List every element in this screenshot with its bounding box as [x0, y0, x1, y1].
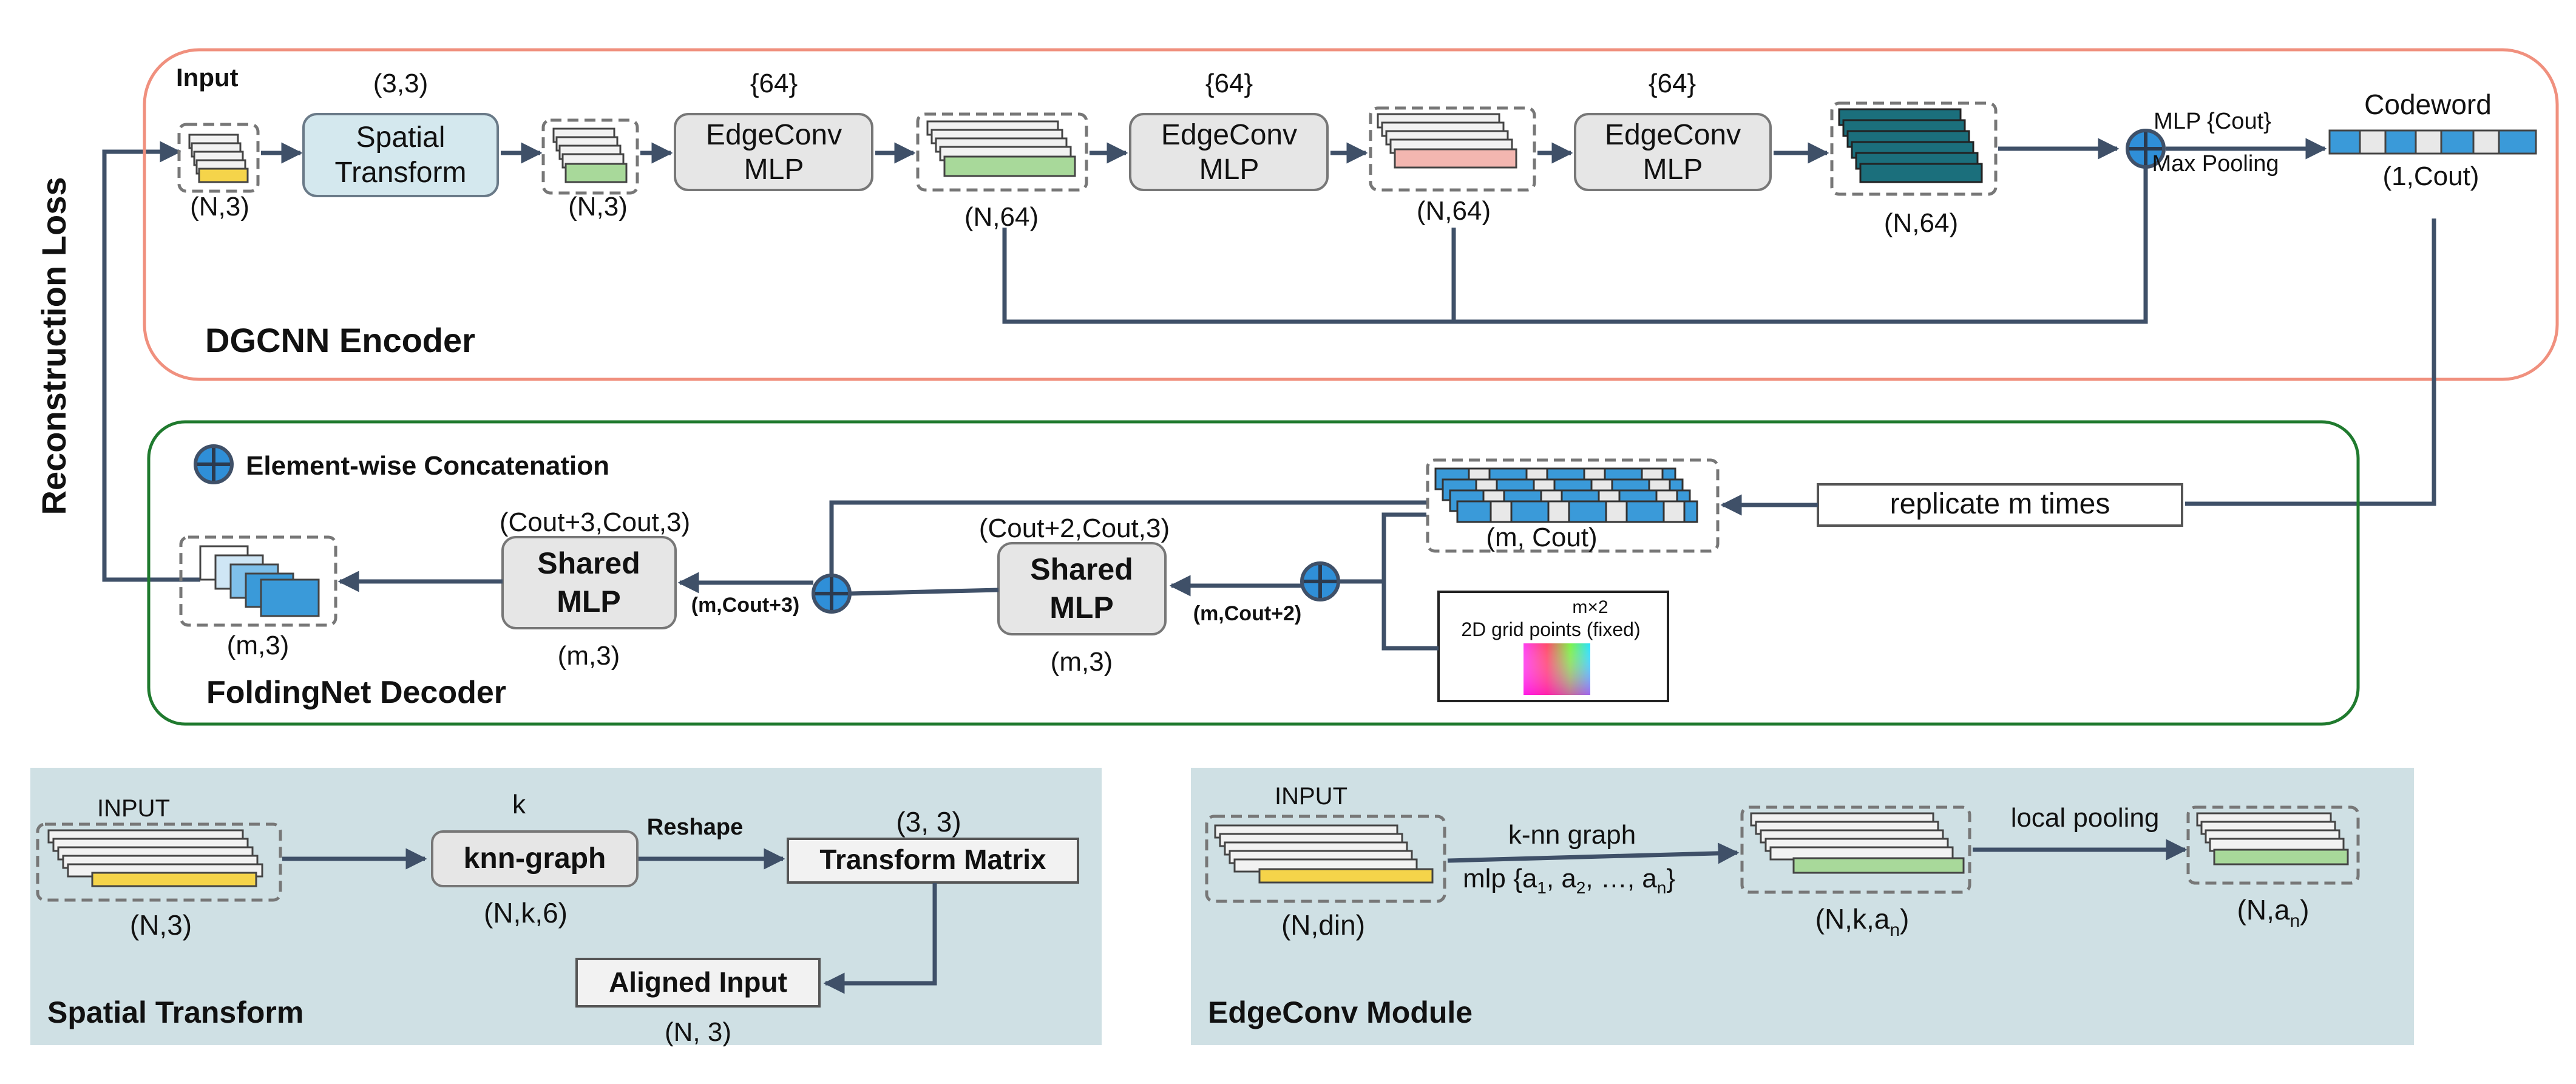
codeword-to-replicate-line — [2185, 218, 2436, 506]
edgeconv3-features-stack — [1830, 101, 1998, 196]
replicate-block[interactable]: replicate m times — [1817, 483, 2183, 527]
shared-mlp2-param: (Cout+3,Cout,3) — [500, 507, 690, 537]
edgeconv2-block[interactable]: EdgeConv MLP — [1129, 113, 1329, 191]
replicate-label: replicate m times — [1890, 488, 2110, 520]
encoder-title: DGCNN Encoder — [205, 321, 475, 359]
encoder-frame — [143, 48, 2559, 381]
codeword-vector — [2328, 129, 2537, 155]
ec-knn-label: k-nn graph — [1508, 820, 1636, 850]
shared-mlp1-block[interactable]: Shared MLP — [997, 542, 1167, 635]
st-aligned-shape: (N, 3) — [665, 1017, 731, 1047]
spatial-transform-block[interactable]: Spatial Transform — [302, 113, 499, 197]
concat-legend-icon — [194, 444, 234, 484]
edgeconv1-block[interactable]: EdgeConv MLP — [674, 113, 873, 191]
encoder-skip-connections — [1002, 165, 2148, 324]
edgeconv2-label-2: MLP — [1199, 154, 1259, 186]
decoder-concat2-icon — [812, 574, 852, 614]
edgeconv-panel-title: EdgeConv Module — [1208, 995, 1473, 1029]
st-knn-shape: (N,k,6) — [484, 897, 568, 929]
edgeconv2-features-stack — [1369, 106, 1536, 192]
st-matrix-param: (3, 3) — [896, 806, 961, 838]
edgeconv3-block[interactable]: EdgeConv MLP — [1574, 113, 1772, 191]
mlp-cout-label: MLP {Cout} — [2154, 109, 2271, 134]
edgeconv3-param: {64} — [1649, 69, 1696, 98]
ec-knn-stack — [1740, 805, 1971, 894]
spatial-transform-panel — [30, 768, 1102, 1045]
spatial-transform-panel-title: Spatial Transform — [47, 995, 303, 1029]
shared-mlp1-out: (m,3) — [1051, 647, 1113, 677]
replicated-codeword-cell — [1490, 500, 1513, 523]
replicated-shape: (m, Cout) — [1486, 523, 1597, 552]
st-reshape-label: Reshape — [647, 815, 743, 840]
concat-legend-label: Element-wise Concatenation — [246, 451, 609, 481]
st-aligned-input-block[interactable]: Aligned Input — [575, 958, 821, 1008]
st-knn-label: knn-graph — [464, 842, 606, 875]
shared-mlp2-label-1: Shared — [537, 546, 640, 580]
edgeconv2-param: {64} — [1205, 69, 1253, 98]
shared-mlp2-out: (m,3) — [558, 641, 620, 671]
edgeconv1-param: {64} — [750, 69, 798, 98]
grid-points-line1: m×2 — [1572, 597, 1608, 617]
spatial-transform-label-1: Spatial — [356, 121, 446, 154]
st-knn-block[interactable]: knn-graph — [431, 830, 639, 887]
reconstruction-loss-line — [102, 141, 200, 582]
decoder-frame — [147, 420, 2360, 726]
st-input-shape: (N,3) — [130, 909, 192, 941]
st-input-stack — [36, 822, 282, 902]
max-pooling-label: Max Pooling — [2152, 151, 2279, 177]
transformed-points-shape: (N,3) — [568, 192, 628, 222]
ec-mlp-label: mlp {a1, a2, …, an} — [1463, 864, 1675, 897]
replicated-codeword-cell — [1547, 500, 1570, 523]
edgeconv2-label-1: EdgeConv — [1161, 119, 1297, 151]
encoder-input-shape: (N,3) — [190, 192, 249, 222]
encoder-concat-icon — [2126, 129, 2166, 169]
decoder-concat1-icon — [1300, 561, 1340, 601]
spatial-transform-label-2: Transform — [335, 157, 467, 189]
st-aligned-label: Aligned Input — [609, 966, 787, 998]
st-knn-param: k — [512, 790, 526, 819]
edgeconv3-label-1: EdgeConv — [1605, 119, 1741, 151]
ec-out-shape: (N,an) — [2237, 894, 2310, 931]
ec-input-shape: (N,din) — [1281, 909, 1365, 941]
shared-mlp2-block[interactable]: Shared MLP — [501, 536, 677, 629]
st-transform-matrix-block[interactable]: Transform Matrix — [787, 838, 1079, 884]
edgeconv3-out-shape: (N,64) — [1884, 208, 1958, 238]
concat1-shape: (m,Cout+2) — [1193, 602, 1302, 625]
concat2-shape: (m,Cout+3) — [691, 594, 800, 617]
edgeconv1-out-shape: (N,64) — [964, 202, 1039, 232]
transformed-points-stack — [541, 118, 639, 195]
edgeconv1-features-stack — [916, 112, 1088, 192]
reconstruction-loss-label: Reconstruction Loss — [35, 177, 73, 515]
ec-out-stack — [2186, 805, 2360, 885]
shared-mlp1-param: (Cout+2,Cout,3) — [979, 513, 1170, 543]
decoder-output-stack — [179, 535, 337, 627]
decoder-title: FoldingNet Decoder — [206, 675, 506, 710]
shared-mlp1-label-2: MLP — [1049, 591, 1114, 625]
replicated-codeword-stack — [1426, 458, 1720, 553]
st-matrix-label: Transform Matrix — [819, 844, 1046, 875]
st-input-label: INPUT — [97, 795, 170, 822]
grid-points-line2: 2D grid points (fixed) — [1461, 618, 1640, 640]
replicated-codeword-cell — [1605, 500, 1628, 523]
edgeconv1-label-2: MLP — [744, 154, 804, 186]
encoder-input-label: Input — [176, 63, 239, 92]
edgeconv3-label-2: MLP — [1643, 154, 1703, 186]
decoder-output-shape: (m,3) — [227, 631, 290, 660]
shared-mlp2-label-2: MLP — [557, 584, 621, 618]
replicated-to-concat2-line — [829, 500, 1426, 575]
codeword-shape: (1,Cout) — [2383, 161, 2479, 191]
ec-input-label: INPUT — [1275, 783, 1347, 810]
shared-mlp1-label-1: Shared — [1030, 552, 1133, 586]
ec-pool-label: local pooling — [2011, 803, 2160, 833]
grid-points-block: m×2 2D grid points (fixed) — [1437, 591, 1669, 702]
replicated-codeword-cell — [1663, 500, 1686, 523]
edgeconv2-out-shape: (N,64) — [1417, 196, 1491, 226]
ec-knn-shape: (N,k,an) — [1815, 903, 1910, 940]
replicated-to-concat1-line — [1381, 512, 1439, 651]
codeword-label: Codeword — [2364, 89, 2492, 120]
ec-input-stack — [1205, 815, 1446, 903]
spatial-transform-param: (3,3) — [373, 69, 428, 98]
edgeconv1-label-1: EdgeConv — [706, 119, 842, 151]
encoder-input-stack — [177, 123, 260, 193]
